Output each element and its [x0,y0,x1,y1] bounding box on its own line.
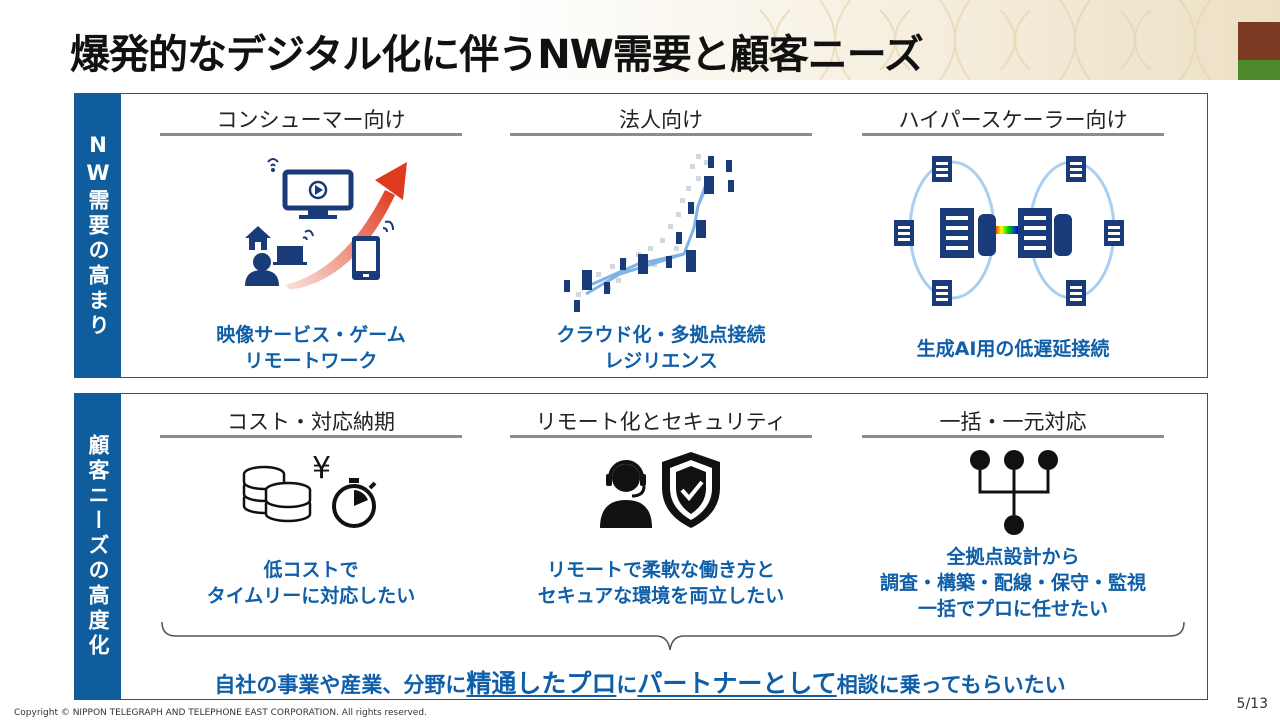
summary-text: 自社の事業や産業、分野に精通したプロにパートナーとして相談に乗ってもらいたい [0,664,1280,700]
column-consumer: コンシューマー向け [160,106,462,136]
column-desc-line: セキュアな環境を両立したい [537,585,785,607]
column-heading: リモート化とセキュリティ [510,408,812,438]
hierarchy-icon [968,448,1060,540]
column-desc-line: 全拠点設計から [946,546,1080,568]
operator-shield-icon [598,448,728,534]
column-heading: コンシューマー向け [160,106,462,136]
section-label: NW需要の高まり [86,132,110,339]
column-consumer-desc: 映像サービス・ゲーム リモートワーク [160,322,462,374]
column-desc-line: 生成AI用の低遅延接続 [916,338,1110,360]
column-one-stop: 一括・一元対応 [862,408,1164,438]
coins-yen-stopwatch-icon: ¥ [240,451,385,536]
corner-decoration [1238,22,1280,82]
column-desc-line: リモートで柔軟な働き方と [546,559,775,581]
column-desc-line: リモートワーク [244,350,378,372]
column-desc-line: タイムリーに対応したい [206,585,416,607]
column-desc-line: 低コストで [263,559,359,581]
column-hyperscaler-desc: 生成AI用の低遅延接続 [862,336,1164,362]
datacenter-interconnect-icon [890,150,1140,314]
header-background [0,0,1280,80]
column-desc-line: レジリエンス [604,350,718,372]
column-one-stop-desc: 全拠点設計から 調査・構築・配線・保守・監視 一括でプロに任せたい [862,544,1164,622]
column-hyperscaler: ハイパースケーラー向け [862,106,1164,136]
page-number: 5/13 [1236,696,1268,712]
column-cost-desc: 低コストで タイムリーに対応したい [160,557,462,609]
grouping-brace [161,621,1185,651]
summary-emphasis: パートナーとして [637,669,837,698]
corner-block-green [1238,60,1280,80]
summary-part: 相談に乗ってもらいたい [836,673,1066,697]
column-desc-line: クラウド化・多拠点接続 [556,324,766,346]
column-heading: ハイパースケーラー向け [862,106,1164,136]
column-remote-security-desc: リモートで柔軟な働き方と セキュアな環境を両立したい [510,557,812,609]
summary-part: に [616,673,638,697]
column-desc-line: 調査・構築・配線・保守・監視 [879,572,1146,594]
summary-emphasis: 精通したプロ [466,669,617,698]
column-enterprise: 法人向け [510,106,812,136]
column-cost: コスト・対応納期 [160,408,462,438]
column-desc-line: 映像サービス・ゲーム [216,324,406,346]
column-enterprise-desc: クラウド化・多拠点接続 レジリエンス [510,322,812,374]
column-heading: 一括・一元対応 [862,408,1164,438]
page-title: 爆発的なデジタル化に伴うNW需要と顧客ニーズ [70,32,924,78]
section-label: 顧客ニーズの高度化 [86,434,110,659]
column-heading: 法人向け [510,106,812,136]
consumer-growth-icon [235,150,415,294]
nw-demand-side-label: NW需要の高まり [75,94,121,377]
column-desc-line: 一括でプロに任せたい [917,598,1108,620]
decorative-pattern-icon [759,0,1211,80]
customer-needs-side-label: 顧客ニーズの高度化 [75,394,121,699]
column-heading: コスト・対応納期 [160,408,462,438]
customer-needs-panel: 顧客ニーズの高度化 [74,393,1208,700]
corner-block-brown [1238,22,1280,60]
summary-part: 自社の事業や産業、分野に [214,673,467,697]
copyright-notice: Copyright © NIPPON TELEGRAPH AND TELEPHO… [14,708,427,718]
column-remote-security: リモート化とセキュリティ [510,408,812,438]
japan-map-network-icon [556,146,766,320]
svg-text:¥: ¥ [312,452,331,486]
